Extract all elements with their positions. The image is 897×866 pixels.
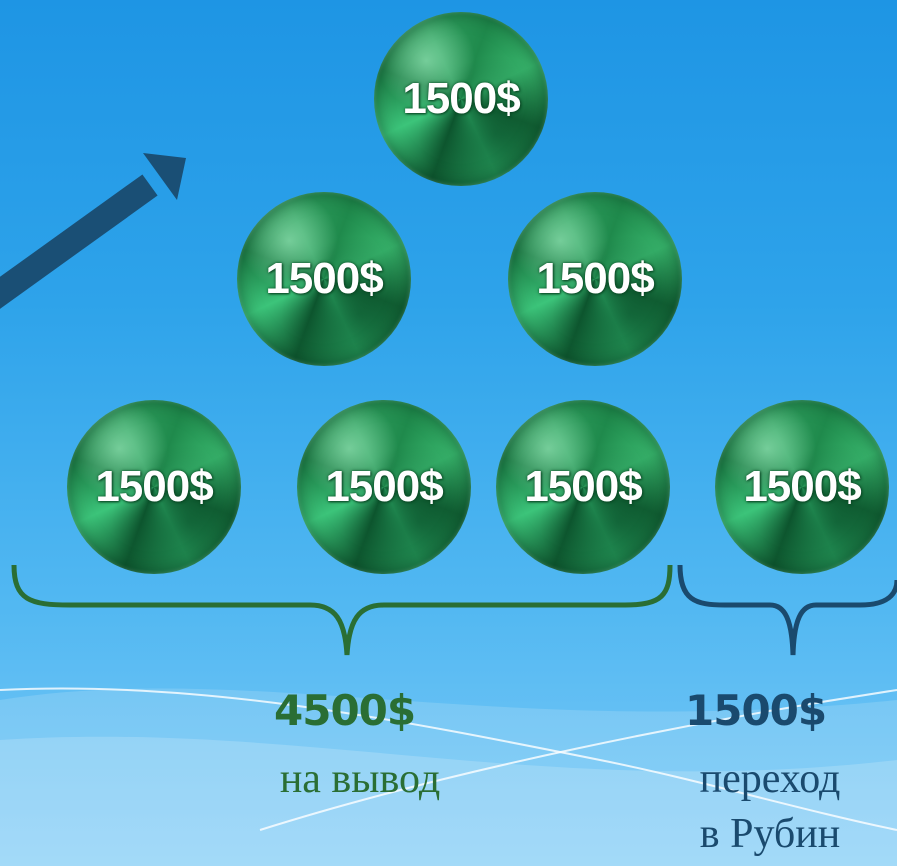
gem-bottom-2-label: 1500$ xyxy=(325,462,443,511)
gem-bottom-2: 1500$ xyxy=(297,400,471,574)
gem-bottom-1-label: 1500$ xyxy=(95,462,213,511)
gem-top: 1500$ xyxy=(374,12,548,186)
gem-bottom-4: 1500$ xyxy=(715,400,889,574)
transfer-caption-line2: в Рубин xyxy=(699,811,841,857)
transfer-brace xyxy=(677,564,897,656)
gem-bottom-1: 1500$ xyxy=(67,400,241,574)
gem-middle-left-label: 1500$ xyxy=(265,254,383,303)
gem-bottom-3: 1500$ xyxy=(496,400,670,574)
transfer-amount: 1500$ xyxy=(685,686,827,735)
gem-middle-right: 1500$ xyxy=(508,192,682,366)
transfer-caption-line1: переход xyxy=(699,756,841,802)
withdraw-caption: на вывод xyxy=(279,756,441,802)
withdraw-amount: 4500$ xyxy=(274,686,416,735)
gem-bottom-4-label: 1500$ xyxy=(743,462,861,511)
gem-middle-right-label: 1500$ xyxy=(536,254,654,303)
gem-middle-left: 1500$ xyxy=(237,192,411,366)
gem-top-label: 1500$ xyxy=(402,74,520,123)
gem-bottom-3-label: 1500$ xyxy=(524,462,642,511)
withdraw-brace xyxy=(11,564,673,656)
